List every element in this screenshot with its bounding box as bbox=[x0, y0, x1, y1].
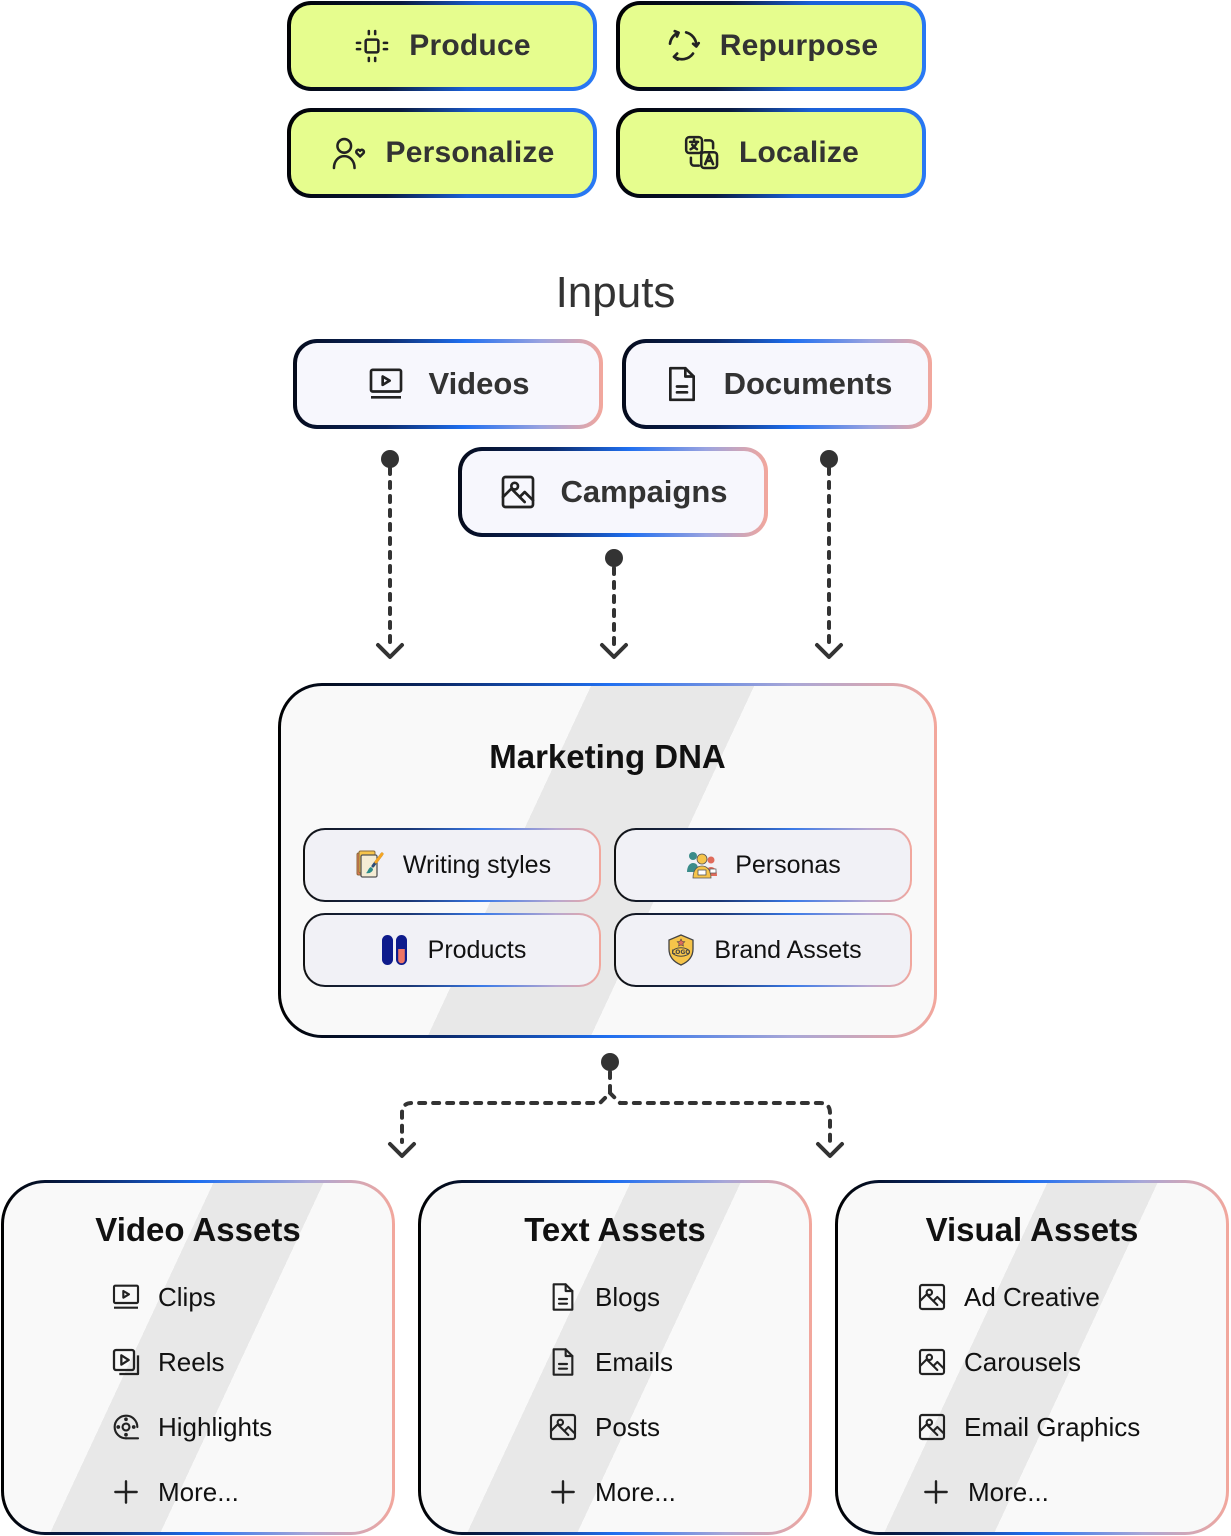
marketing-dna-panel: Marketing DNA Writing styles Personas Pr… bbox=[278, 683, 937, 1038]
action-label: Localize bbox=[739, 136, 859, 169]
video-assets-title: Video Assets bbox=[95, 1211, 301, 1248]
connector-dot bbox=[820, 450, 838, 468]
marketing-dna-title: Marketing DNA bbox=[489, 738, 726, 775]
text-assets-title: Text Assets bbox=[524, 1211, 706, 1248]
asset-label: More... bbox=[595, 1476, 676, 1507]
focus-frame-icon bbox=[353, 27, 391, 65]
dna-chip-products[interactable]: Products bbox=[303, 913, 601, 987]
asset-label: Highlights bbox=[158, 1411, 273, 1442]
connector-dot bbox=[601, 1053, 619, 1071]
arrow-down-icon bbox=[600, 643, 628, 659]
asset-item-ad-creative[interactable]: Ad Creative bbox=[916, 1281, 1100, 1313]
action-personalize-button[interactable]: Personalize bbox=[287, 108, 597, 198]
connector-dna-to-visual-assets bbox=[608, 1091, 832, 1144]
action-label: Produce bbox=[409, 29, 531, 62]
arrow-down-icon bbox=[815, 643, 843, 659]
arrow-down-icon bbox=[816, 1142, 844, 1158]
document-icon bbox=[547, 1346, 579, 1378]
user-heart-icon bbox=[330, 134, 368, 172]
image-icon bbox=[916, 1346, 948, 1378]
film-reel-icon bbox=[110, 1411, 142, 1443]
asset-label: Email Graphics bbox=[964, 1411, 1141, 1442]
plus-icon bbox=[547, 1476, 579, 1508]
asset-item-posts[interactable]: Posts bbox=[547, 1411, 660, 1443]
visual-assets-panel: Visual Assets Ad Creative Carousels Emai… bbox=[835, 1180, 1229, 1535]
connector-dna-to-video-assets bbox=[400, 1070, 612, 1144]
action-localize-button[interactable]: Localize bbox=[616, 108, 926, 198]
image-icon bbox=[547, 1411, 579, 1443]
asset-item-emails[interactable]: Emails bbox=[547, 1346, 673, 1378]
action-label: Repurpose bbox=[719, 29, 879, 62]
dna-chip-brand-assets[interactable]: Brand Assets bbox=[614, 913, 912, 987]
image-icon bbox=[916, 1411, 948, 1443]
asset-label: Posts bbox=[595, 1411, 661, 1442]
asset-label: Emails bbox=[595, 1346, 674, 1377]
inputs-heading: Inputs bbox=[555, 268, 676, 317]
asset-label: Ad Creative bbox=[964, 1281, 1100, 1312]
arrow-down-icon bbox=[376, 643, 404, 659]
input-label: Documents bbox=[723, 366, 893, 401]
video-player-icon bbox=[110, 1281, 142, 1313]
input-campaigns[interactable]: Campaigns bbox=[458, 447, 768, 537]
asset-item-more[interactable]: More... bbox=[547, 1476, 676, 1508]
asset-label: Blogs bbox=[595, 1281, 661, 1312]
asset-item-more[interactable]: More... bbox=[110, 1476, 239, 1508]
asset-item-carousels[interactable]: Carousels bbox=[916, 1346, 1081, 1378]
chip-label: Brand Assets bbox=[714, 935, 862, 964]
text-assets-panel: Text Assets Blogs Emails Posts More... bbox=[418, 1180, 812, 1535]
chip-label: Writing styles bbox=[402, 850, 552, 879]
dna-chip-personas[interactable]: Personas bbox=[614, 828, 912, 902]
video-assets-panel: Video Assets Clips Reels Highlights More… bbox=[1, 1180, 395, 1535]
asset-label: Clips bbox=[158, 1281, 216, 1312]
asset-item-more[interactable]: More... bbox=[920, 1476, 1049, 1508]
document-icon bbox=[662, 364, 702, 404]
plus-icon bbox=[110, 1476, 142, 1508]
action-produce-button[interactable]: Produce bbox=[287, 1, 597, 91]
image-icon bbox=[916, 1281, 948, 1313]
logo-shield-icon bbox=[664, 933, 698, 967]
products-icon bbox=[378, 933, 412, 967]
input-documents[interactable]: Documents bbox=[622, 339, 932, 429]
document-icon bbox=[547, 1281, 579, 1313]
plus-icon bbox=[920, 1476, 952, 1508]
chip-label: Products bbox=[427, 935, 527, 964]
paintbrush-notes-icon bbox=[353, 848, 387, 882]
asset-item-reels[interactable]: Reels bbox=[110, 1346, 224, 1378]
image-icon bbox=[498, 472, 538, 512]
video-player-icon bbox=[366, 364, 406, 404]
input-label: Campaigns bbox=[560, 474, 728, 509]
connector-dot bbox=[605, 549, 623, 567]
people-group-icon bbox=[685, 848, 719, 882]
asset-item-email-graphics[interactable]: Email Graphics bbox=[916, 1411, 1140, 1443]
input-label: Videos bbox=[428, 366, 530, 401]
input-videos[interactable]: Videos bbox=[293, 339, 603, 429]
asset-label: Carousels bbox=[964, 1346, 1082, 1377]
arrow-down-icon bbox=[388, 1142, 416, 1158]
connector-dot bbox=[381, 450, 399, 468]
dna-chip-writing-styles[interactable]: Writing styles bbox=[303, 828, 601, 902]
reels-icon bbox=[110, 1346, 142, 1378]
asset-label: More... bbox=[158, 1476, 239, 1507]
asset-item-blogs[interactable]: Blogs bbox=[547, 1281, 660, 1313]
action-label: Personalize bbox=[385, 136, 555, 169]
chip-label: Personas bbox=[735, 850, 841, 879]
visual-assets-title: Visual Assets bbox=[925, 1211, 1139, 1248]
asset-label: More... bbox=[968, 1476, 1049, 1507]
action-repurpose-button[interactable]: Repurpose bbox=[616, 1, 926, 91]
asset-item-clips[interactable]: Clips bbox=[110, 1281, 216, 1313]
translate-icon bbox=[683, 134, 721, 172]
refresh-cycle-icon bbox=[664, 27, 702, 65]
asset-item-highlights[interactable]: Highlights bbox=[110, 1411, 272, 1443]
asset-label: Reels bbox=[158, 1346, 225, 1377]
